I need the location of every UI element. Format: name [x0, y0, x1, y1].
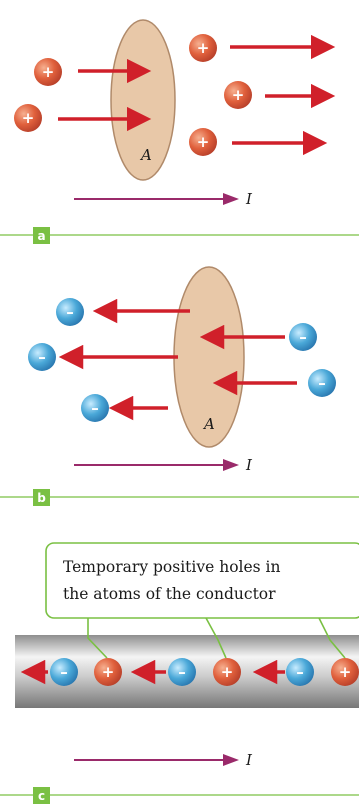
callout-box: [46, 543, 359, 618]
svg-text:+: +: [232, 86, 245, 104]
svg-text:–: –: [66, 303, 74, 321]
area-label: A: [139, 146, 152, 164]
callout-line-1: Temporary positive holes in: [63, 558, 280, 576]
svg-text:+: +: [221, 663, 234, 681]
negative-charge: –: [168, 658, 196, 686]
svg-text:–: –: [299, 328, 307, 346]
panel-letter: a: [37, 229, 45, 243]
positive-charge: +: [34, 58, 62, 86]
positive-charge: +: [224, 81, 252, 109]
svg-text:–: –: [178, 663, 186, 681]
positive-charge: +: [14, 104, 42, 132]
svg-text:+: +: [197, 39, 210, 57]
svg-text:–: –: [296, 663, 304, 681]
callout-line-2: the atoms of the conductor: [63, 585, 276, 603]
positive-charge: +: [213, 658, 241, 686]
svg-text:+: +: [42, 63, 55, 81]
svg-text:–: –: [91, 399, 99, 417]
panel-a: A + + + + + I: [0, 20, 359, 244]
negative-charge: –: [28, 343, 56, 371]
negative-charge: –: [286, 658, 314, 686]
panel-c: Temporary positive holes in the atoms of…: [0, 543, 359, 804]
positive-charge: +: [189, 34, 217, 62]
current-label: I: [245, 190, 253, 208]
positive-charge: +: [189, 128, 217, 156]
svg-text:+: +: [197, 133, 210, 151]
svg-text:+: +: [102, 663, 115, 681]
panel-letter: b: [37, 491, 46, 505]
positive-charge: +: [94, 658, 122, 686]
negative-charge: –: [56, 298, 84, 326]
area-label: A: [202, 415, 215, 433]
svg-text:–: –: [60, 663, 68, 681]
negative-charge: –: [308, 369, 336, 397]
negative-charge: –: [50, 658, 78, 686]
svg-text:+: +: [339, 663, 352, 681]
negative-charge: –: [289, 323, 317, 351]
panel-letter: c: [38, 789, 45, 803]
svg-text:+: +: [22, 109, 35, 127]
negative-charge: –: [81, 394, 109, 422]
current-label: I: [245, 456, 253, 474]
panel-b: A – – – – – I b: [0, 267, 359, 506]
current-label: I: [245, 751, 253, 769]
svg-text:–: –: [318, 374, 326, 392]
svg-text:–: –: [38, 348, 46, 366]
positive-charge: +: [331, 658, 359, 686]
